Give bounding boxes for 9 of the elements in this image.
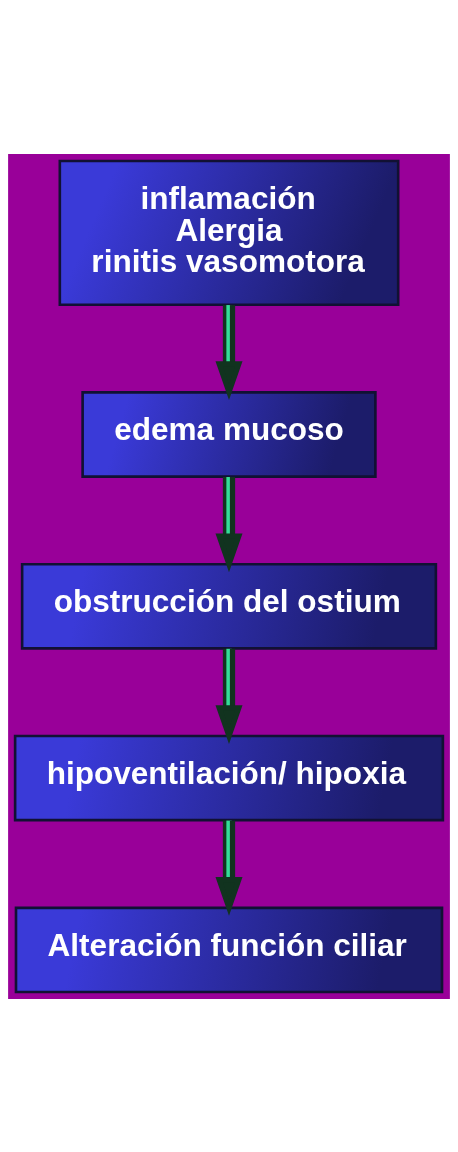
node-box: inflamación Alergia rinitis vasomotora	[58, 159, 400, 306]
node-box: edema mucoso	[81, 390, 377, 478]
node-box: obstrucción del ostium	[20, 562, 438, 650]
arrow	[215, 820, 243, 916]
arrow	[215, 648, 243, 744]
node-box: Alteración función ciliar	[14, 906, 444, 993]
arrow	[215, 476, 243, 572]
arrow	[215, 304, 243, 400]
node-box: hipoventilación/ hipoxia	[13, 734, 445, 821]
